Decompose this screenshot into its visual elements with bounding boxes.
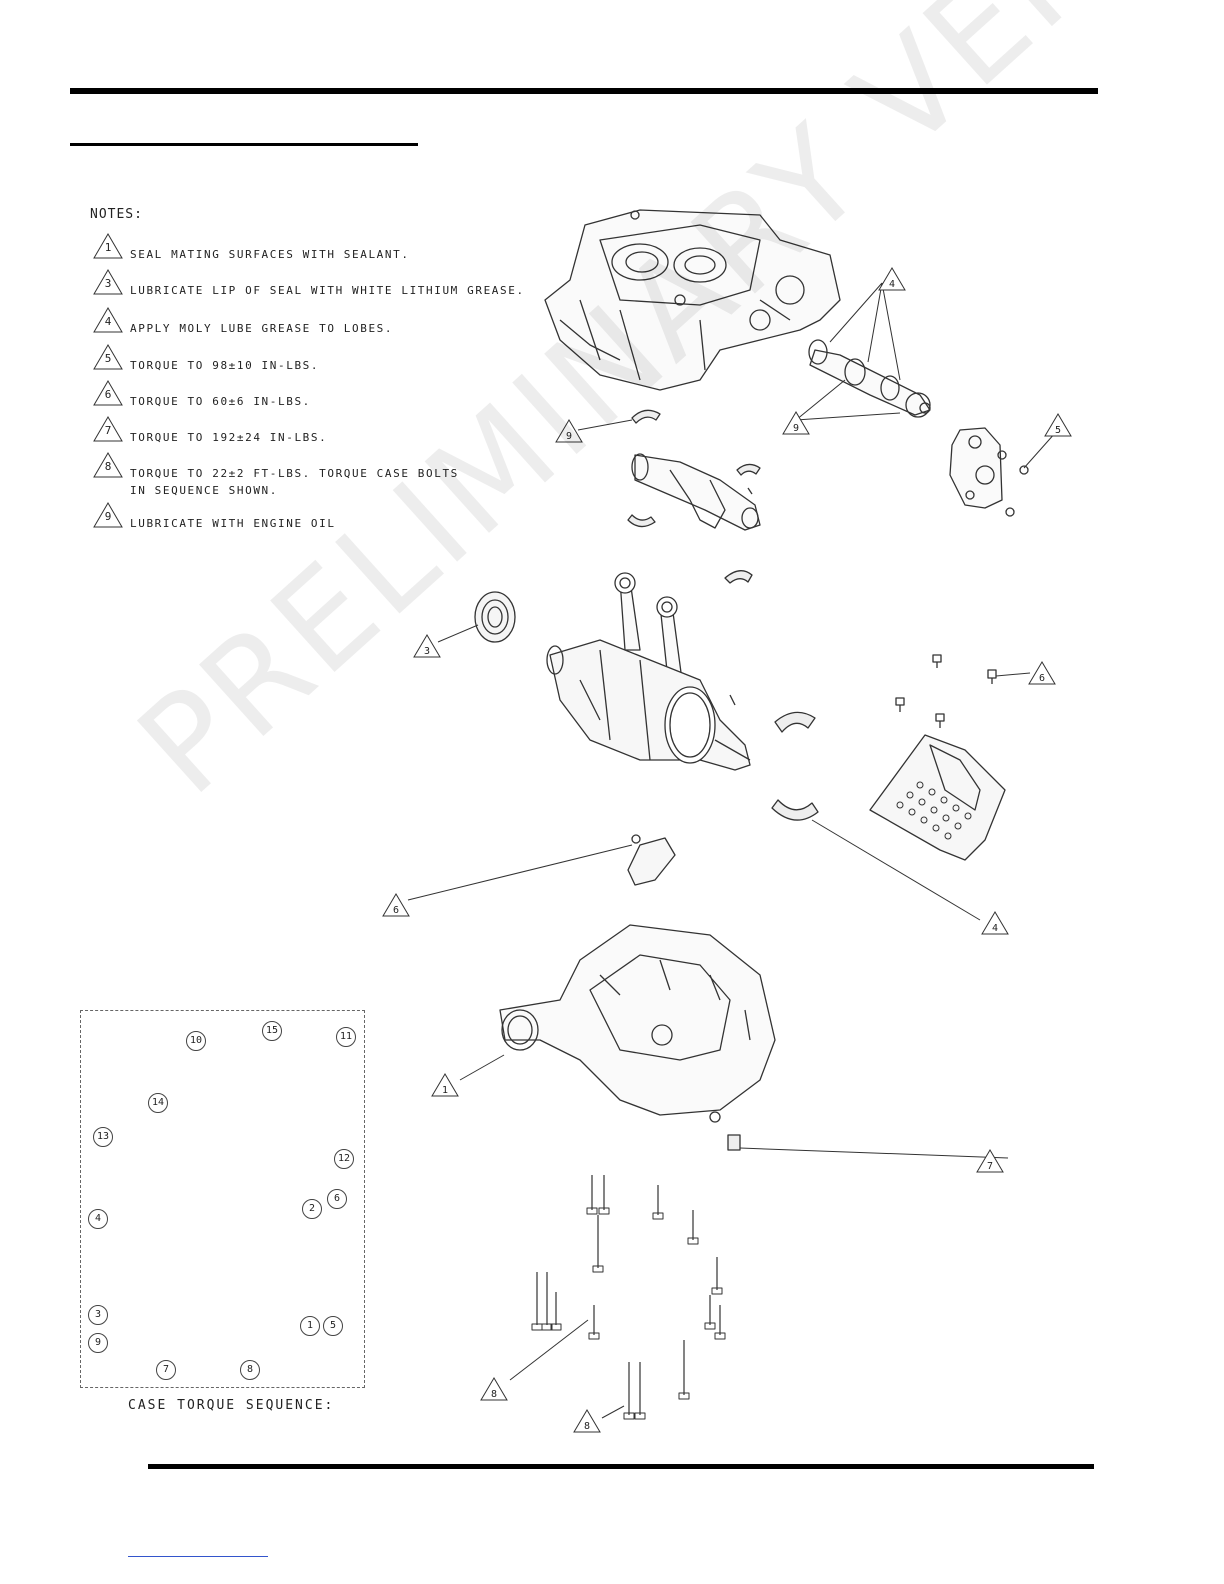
note-text: LUBRICATE WITH ENGINE OIL: [130, 517, 336, 530]
oil-pickup: [627, 834, 676, 886]
seq-bolt: 15: [262, 1021, 282, 1041]
callout-9: 9: [793, 423, 799, 434]
oil-baffle: [869, 734, 1006, 861]
upper-crankcase: [544, 209, 841, 391]
seq-bolt: 14: [148, 1093, 168, 1113]
seq-bolt: 4: [88, 1209, 108, 1229]
footer-link-underline[interactable]: [128, 1556, 268, 1557]
bearing-shell: [627, 514, 656, 528]
crankshaft: [546, 572, 751, 771]
callout-6: 6: [393, 905, 399, 916]
seq-bolt: 1: [300, 1316, 320, 1336]
note-number: 3: [104, 277, 112, 290]
seq-bolt: 9: [88, 1333, 108, 1353]
bearing-shell: [736, 463, 761, 476]
bottom-rule: [148, 1464, 1094, 1469]
note-number: 5: [104, 352, 112, 365]
note-number: 7: [104, 424, 112, 437]
callout-1: 1: [442, 1085, 448, 1096]
note-text: TORQUE TO 22±2 FT-LBS. TORQUE CASE BOLTS…: [130, 467, 459, 497]
bearing-shell: [631, 409, 661, 424]
seq-bolt: 5: [323, 1316, 343, 1336]
note-triangle-icon: 1: [92, 232, 124, 260]
note-number: 8: [104, 460, 112, 473]
bearing-shell: [724, 570, 753, 584]
note-number: 4: [104, 315, 112, 328]
callout-8: 8: [491, 1389, 497, 1400]
top-rule: [70, 88, 1098, 94]
callout-8: 8: [584, 1421, 590, 1432]
note-number: 9: [104, 510, 112, 523]
balance-shaft: [631, 453, 761, 531]
seq-bolt: 6: [327, 1189, 347, 1209]
camshaft: [808, 339, 931, 418]
case-torque-sequence-box: 10 15 11 14 13 12 2 6 4 3 1 5 9 7 8: [80, 1010, 365, 1388]
callout-4: 4: [889, 279, 895, 290]
seq-bolt: 2: [302, 1199, 322, 1219]
note-text: TORQUE TO 98±10 IN-LBS.: [130, 359, 320, 372]
note-text: TORQUE TO 192±24 IN-LBS.: [130, 431, 328, 444]
seq-bolt: 12: [334, 1149, 354, 1169]
cam-cover-plate: [949, 427, 1029, 517]
case-torque-sequence-caption: CASE TORQUE SEQUENCE:: [128, 1398, 335, 1413]
note-triangle-icon: 5: [92, 343, 124, 371]
screw-set: [895, 654, 997, 728]
note-number: 6: [104, 388, 112, 401]
callout-9: 9: [566, 431, 572, 442]
note-text: LUBRICATE LIP OF SEAL WITH WHITE LITHIUM…: [130, 284, 525, 297]
callout-3: 3: [424, 646, 430, 657]
bearing-shell: [774, 711, 816, 733]
crank-seal: [474, 591, 516, 643]
note-triangle-icon: 7: [92, 415, 124, 443]
seq-bolt: 8: [240, 1360, 260, 1380]
bearing-shell: [771, 799, 819, 821]
callout-7: 7: [987, 1161, 993, 1172]
case-bolts: [531, 1175, 726, 1420]
note-triangle-icon: 6: [92, 379, 124, 407]
seq-bolt: 7: [156, 1360, 176, 1380]
seq-bolt: 10: [186, 1031, 206, 1051]
note-text: APPLY MOLY LUBE GREASE TO LOBES.: [130, 322, 394, 335]
callout-5: 5: [1055, 425, 1061, 436]
title-underline: [70, 143, 418, 146]
note-text: SEAL MATING SURFACES WITH SEALANT.: [130, 248, 410, 261]
note-triangle-icon: 4: [92, 306, 124, 334]
note-triangle-icon: 8: [92, 451, 124, 479]
seq-bolt: 3: [88, 1305, 108, 1325]
notes-heading: NOTES:: [90, 207, 143, 222]
lower-crankcase: [499, 924, 776, 1151]
note-number: 1: [104, 241, 112, 254]
callout-6: 6: [1039, 673, 1045, 684]
callout-4: 4: [992, 923, 998, 934]
seq-bolt: 13: [93, 1127, 113, 1147]
note-text: TORQUE TO 60±6 IN-LBS.: [130, 395, 311, 408]
seq-bolt: 11: [336, 1027, 356, 1047]
note-triangle-icon: 9: [92, 501, 124, 529]
note-triangle-icon: 3: [92, 268, 124, 296]
